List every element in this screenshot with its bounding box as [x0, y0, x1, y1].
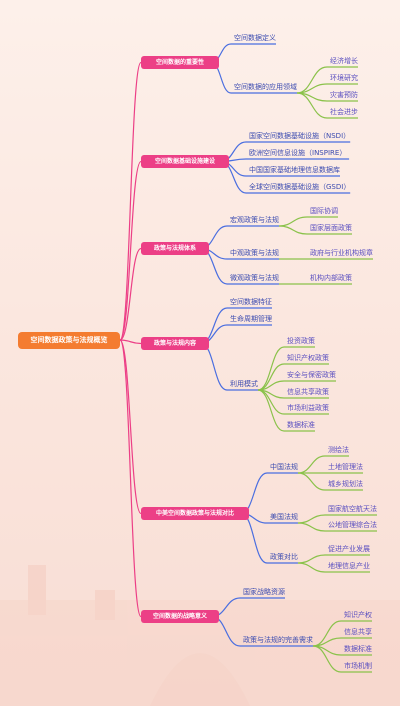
leaf-node[interactable]: 知识产权政策: [287, 354, 329, 362]
leaf-connector: [257, 346, 285, 391]
leaf-connector: [278, 225, 308, 235]
branch-connector: [119, 160, 142, 341]
topic-node[interactable]: 空间数据特征: [230, 298, 272, 306]
leaf-connector: [257, 389, 285, 432]
leaf-node[interactable]: 国际协调: [310, 207, 338, 215]
leaf-node[interactable]: 市场利益政策: [287, 404, 329, 412]
topic-node[interactable]: 政策对比: [270, 553, 298, 561]
topic-node[interactable]: 政策与法规的完善需求: [243, 636, 313, 644]
leaf-connector: [297, 455, 326, 474]
topic-node[interactable]: 中国国家基础地理信息数据库: [249, 166, 340, 174]
leaf-node[interactable]: 公地管理综合法: [328, 521, 377, 529]
leaf-node[interactable]: 市场机制: [344, 662, 372, 670]
leaf-connector: [296, 92, 328, 119]
leaf-connector: [297, 562, 326, 573]
topic-node[interactable]: 美国法规: [270, 513, 298, 521]
topic-node[interactable]: 利用模式: [230, 380, 258, 388]
branch-node[interactable]: 政策与法规体系: [141, 242, 209, 255]
branch-node[interactable]: 政策与法规内容: [141, 337, 209, 350]
topic-node[interactable]: 生命周期管理: [230, 315, 272, 323]
leaf-connector: [297, 472, 326, 491]
branch-connector: [119, 61, 142, 341]
topic-node[interactable]: 中国法规: [270, 463, 298, 471]
leaf-node[interactable]: 信息共享政策: [287, 388, 329, 396]
leaf-connector: [297, 522, 326, 532]
leaf-node[interactable]: 投资政策: [287, 337, 315, 345]
leaf-connector: [297, 554, 326, 564]
leaf-node[interactable]: 促进产业发展: [328, 545, 370, 553]
leaf-node[interactable]: 国家航空航天法: [328, 505, 377, 513]
topic-node[interactable]: 空间数据定义: [234, 34, 276, 42]
leaf-connector: [312, 645, 342, 673]
leaf-node[interactable]: 土地管理法: [328, 463, 363, 471]
topic-node[interactable]: 中观政策与法规: [230, 249, 279, 257]
topic-connector: [200, 342, 228, 391]
topic-node[interactable]: 宏观政策与法规: [230, 216, 279, 224]
topic-node[interactable]: 欧洲空间信息设施（INSPIRE）: [249, 149, 347, 157]
leaf-node[interactable]: 数据标准: [287, 421, 315, 429]
leaf-connector: [278, 216, 308, 227]
leaf-node[interactable]: 测绘法: [328, 446, 349, 454]
leaf-node[interactable]: 国家层面政策: [310, 224, 352, 232]
topic-node[interactable]: 微观政策与法规: [230, 274, 279, 282]
branch-node[interactable]: 中美空间数据政策与法规对比: [141, 507, 249, 520]
leaf-node[interactable]: 灾害预防: [330, 91, 358, 99]
branch-node[interactable]: 空间数据的重要性: [141, 56, 219, 69]
branch-connector: [119, 247, 142, 341]
leaf-connector: [297, 514, 326, 524]
city-skyline-background: [0, 565, 400, 706]
topic-node[interactable]: 国家战略资源: [243, 588, 285, 596]
leaf-node[interactable]: 信息共享: [344, 628, 372, 636]
leaf-node[interactable]: 社会进步: [330, 108, 358, 116]
topic-node[interactable]: 全球空间数据基础设施（GSDI）: [249, 183, 351, 191]
leaf-node[interactable]: 政府与行业机构规章: [310, 249, 373, 257]
topic-node[interactable]: 空间数据的应用领域: [234, 83, 297, 91]
leaf-node[interactable]: 数据标准: [344, 645, 372, 653]
topic-node[interactable]: 国家空间数据基础设施（NSDI）: [249, 132, 351, 140]
leaf-node[interactable]: 城乡规划法: [328, 480, 363, 488]
topic-connector: [240, 512, 268, 564]
leaf-node[interactable]: 知识产权: [344, 611, 372, 619]
leaf-node[interactable]: 经济增长: [330, 57, 358, 65]
branch-node[interactable]: 空间数据基础设施建设: [141, 155, 229, 168]
leaf-node[interactable]: 地理信息产业: [328, 562, 370, 570]
root-node[interactable]: 空间数据政策与法规概览: [18, 332, 120, 349]
leaf-node[interactable]: 机构内部政策: [310, 274, 352, 282]
branch-connector: [119, 339, 142, 515]
branch-connector: [119, 339, 142, 618]
leaf-node[interactable]: 环境研究: [330, 74, 358, 82]
branch-connector: [119, 339, 142, 345]
leaf-node[interactable]: 安全与保密政策: [287, 371, 336, 379]
branch-node[interactable]: 空间数据的战略意义: [141, 610, 219, 623]
